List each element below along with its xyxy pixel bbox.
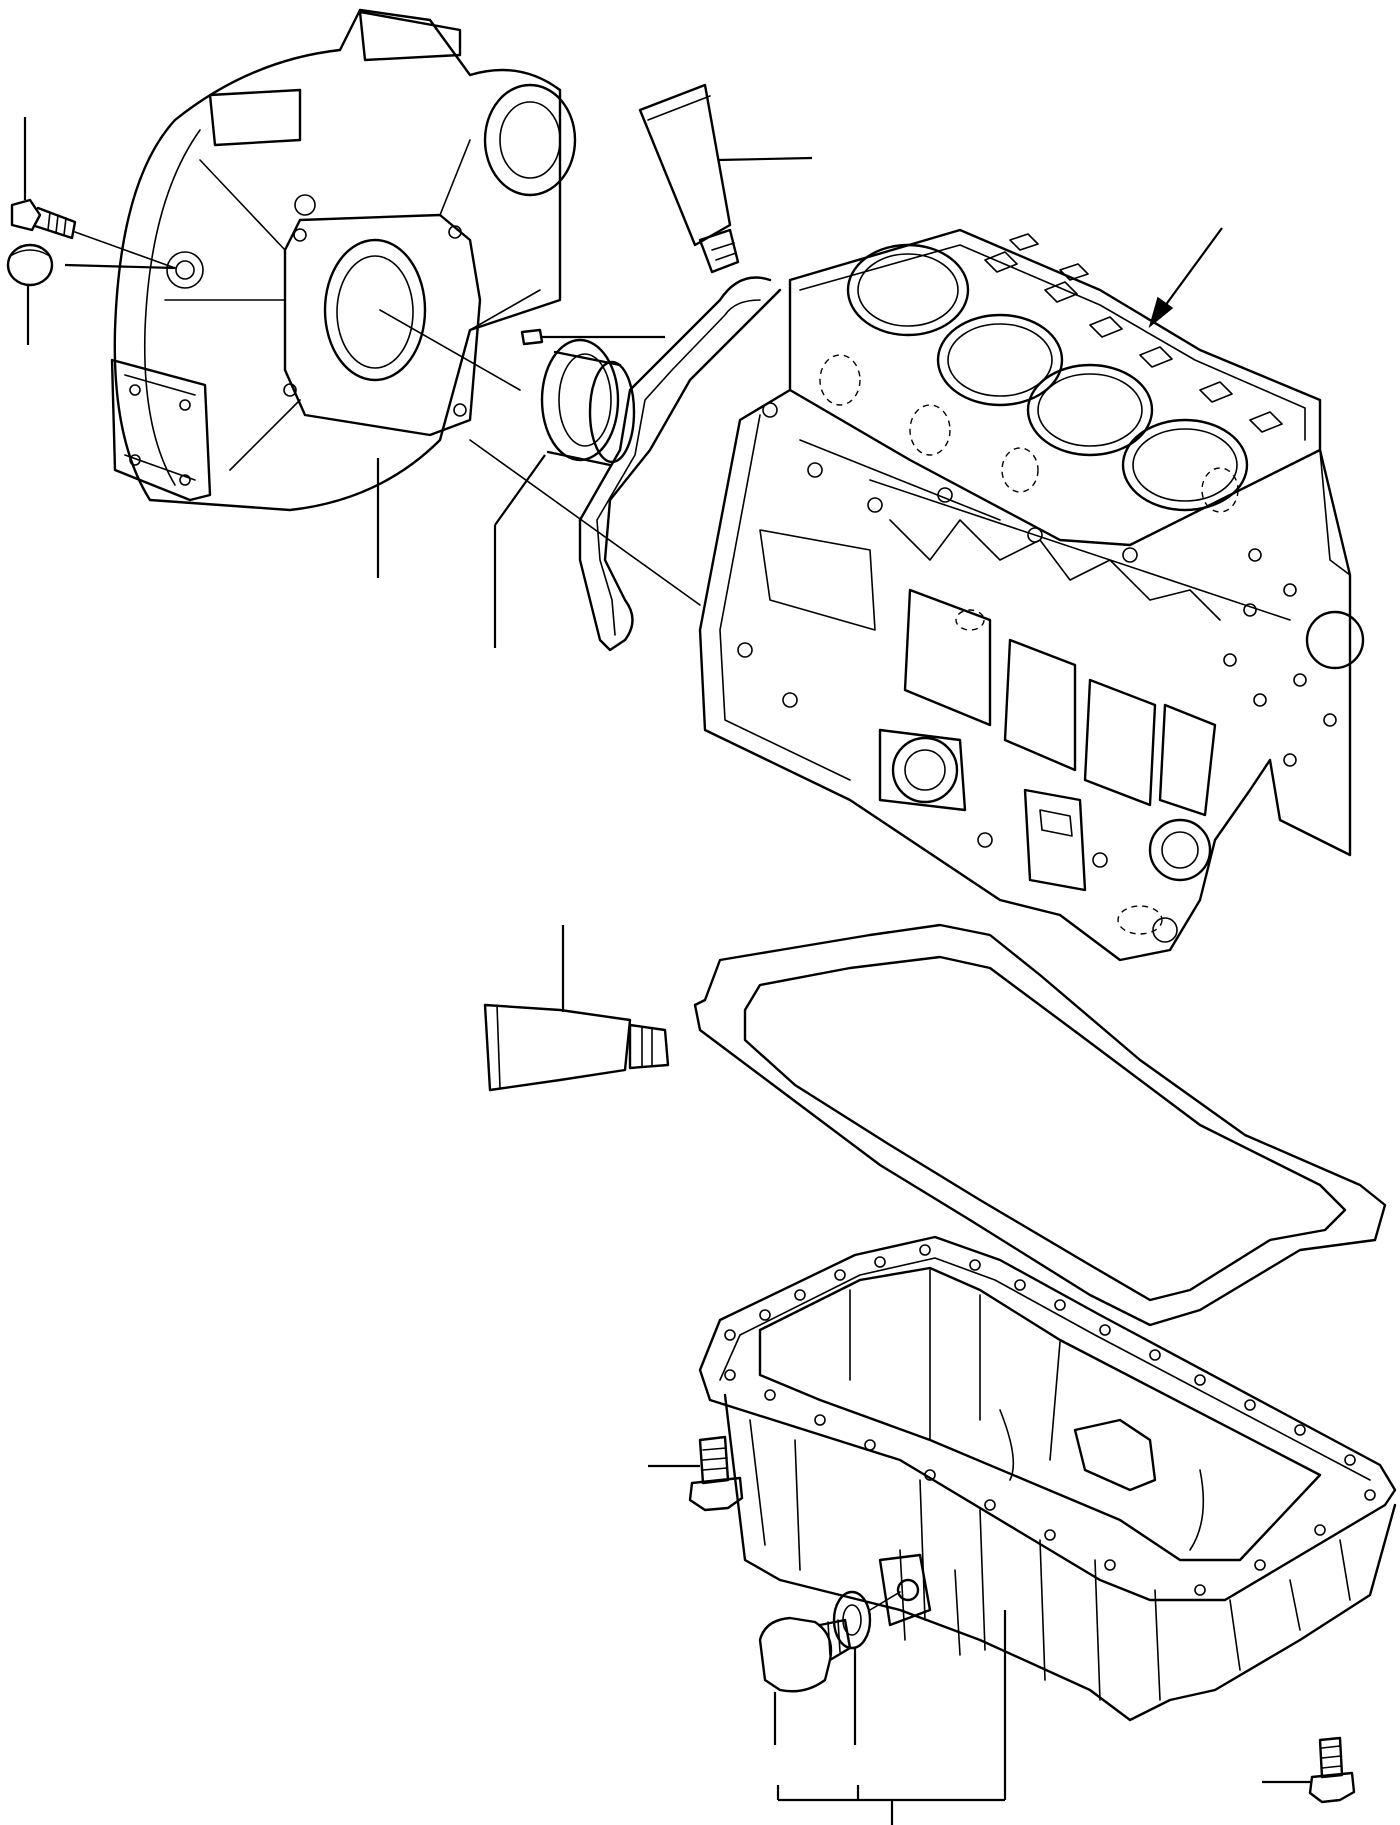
drain-washer — [832, 1590, 872, 1650]
plug-cap — [6, 243, 54, 287]
cylinder-block — [698, 228, 1365, 962]
oil-pan-bolt — [1308, 1736, 1356, 1804]
flange-bolt — [10, 198, 77, 240]
sealant-tube-upper — [638, 83, 740, 274]
sealant-tube-lower — [483, 1003, 670, 1092]
rear-gasket — [578, 276, 782, 652]
block-arrow — [1148, 227, 1223, 329]
flywheel-housing — [110, 8, 577, 512]
oil-pan-gasket — [693, 923, 1387, 1327]
drain-plug — [758, 1616, 852, 1693]
dowel-pin — [520, 328, 544, 346]
oil-pan-bolt — [688, 1435, 744, 1512]
oil-pan — [698, 1235, 1397, 1722]
group-bracket — [776, 1610, 1007, 1825]
